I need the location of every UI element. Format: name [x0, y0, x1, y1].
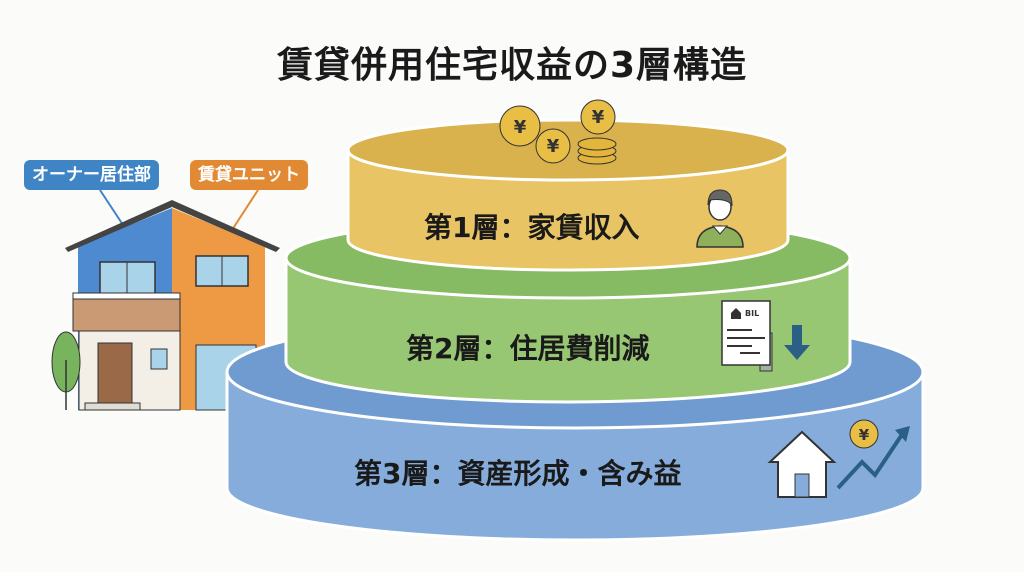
bill-down-arrow-icon: BIL [721, 300, 810, 372]
coin-symbol: ¥ [859, 426, 870, 444]
layer-3-label: 第3層：資産形成・含み益 [354, 457, 682, 490]
tier-1-cylinder [346, 118, 790, 272]
coin-symbol: ¥ [514, 117, 527, 138]
yen-coins-icon: ¥ ¥ ¥ [499, 99, 617, 165]
tenant-person-icon [696, 189, 744, 248]
layer-2-label: 第2層：住居費削減 [406, 332, 650, 365]
rental-unit-label: 賃貸ユニット [190, 160, 308, 190]
coin-symbol: ¥ [592, 107, 605, 128]
page-title: 賃貸併用住宅収益の3層構造 [276, 45, 748, 86]
house-growth-icon: ¥ [767, 419, 910, 498]
bill-text: BIL [745, 309, 759, 318]
owner-residence-label: オーナー居住部 [24, 160, 159, 190]
layer-1-label: 第1層：家賃収入 [424, 211, 640, 244]
coin-symbol: ¥ [547, 136, 560, 157]
